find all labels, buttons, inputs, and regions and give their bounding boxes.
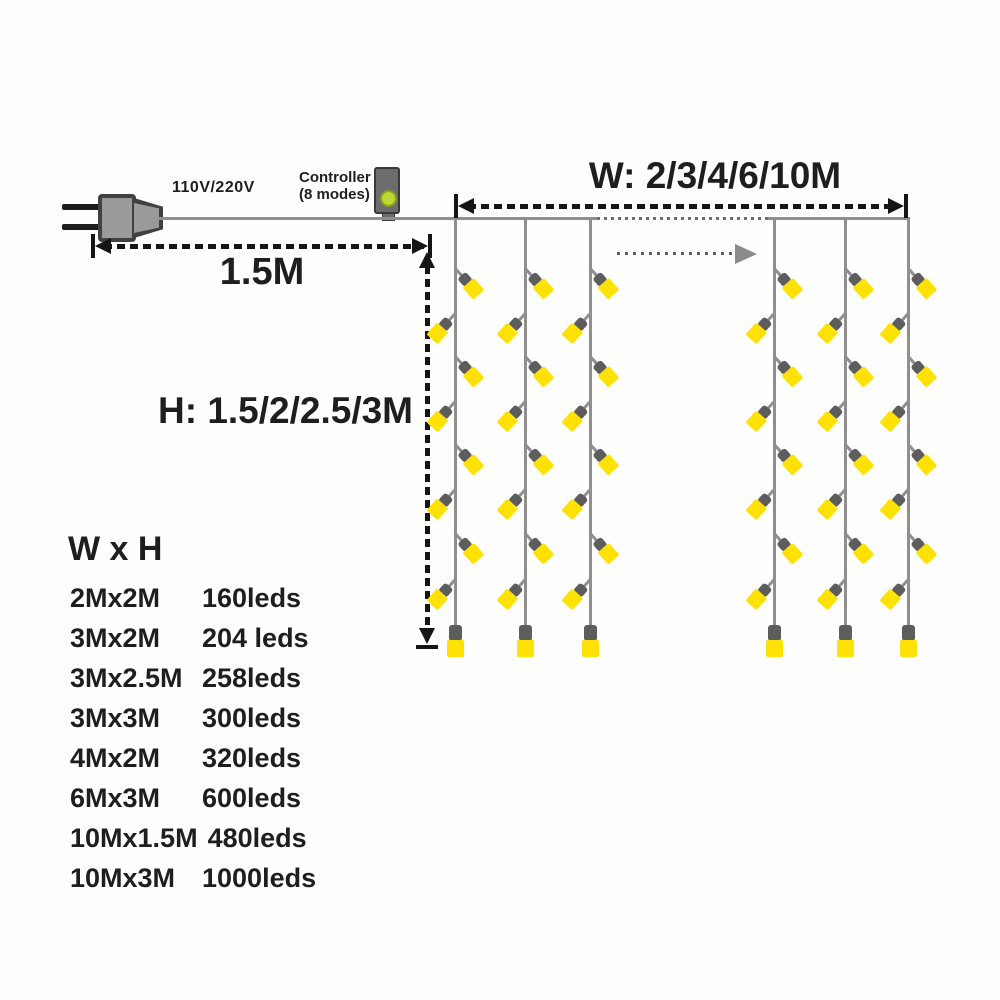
spec-row: 6Mx3M 600leds xyxy=(70,778,316,818)
spec-led-count: 160leds xyxy=(202,583,302,613)
spec-led-count: 320leds xyxy=(202,743,302,773)
spec-size: 3Mx2.5M xyxy=(70,663,183,693)
led-bulb xyxy=(766,625,783,657)
dashed-line xyxy=(468,204,892,209)
spec-size: 4Mx2M xyxy=(70,743,161,773)
spec-size: 6Mx3M xyxy=(70,783,161,813)
voltage-label: 110V/220V xyxy=(172,179,255,196)
spec-size: 10Mx1.5M xyxy=(70,823,198,853)
wire-dotted-segment xyxy=(597,217,768,220)
spec-row: 4Mx2M 320leds xyxy=(70,738,316,778)
width-label: W: 2/3/4/6/10M xyxy=(588,155,842,196)
wire-left-segment xyxy=(158,217,597,220)
arrowhead-right xyxy=(735,244,757,264)
spec-led-count: 600leds xyxy=(202,783,302,813)
dashed-line xyxy=(104,244,426,249)
bulb-glass xyxy=(837,640,854,657)
wire-right-segment xyxy=(768,217,910,220)
spec-table-heading: W x H xyxy=(68,530,163,568)
plug-body xyxy=(98,194,136,242)
bulb-socket xyxy=(901,625,915,641)
bulb-glass xyxy=(766,640,783,657)
bulb-glass xyxy=(447,640,464,657)
spec-row: 10Mx1.5M 480leds xyxy=(70,818,316,858)
curtain-strand xyxy=(454,218,457,628)
controller-label-line1: Controller xyxy=(299,169,371,186)
led-bulb xyxy=(837,625,854,657)
controller-button xyxy=(380,190,397,207)
spec-led-count: 258leds xyxy=(202,663,302,693)
bulb-socket xyxy=(838,625,852,641)
bulb-socket xyxy=(448,625,462,641)
dashed-line xyxy=(425,266,430,628)
spec-row: 3Mx2M 204 leds xyxy=(70,618,316,658)
led-bulb xyxy=(447,625,464,657)
cable-length-label: 1.5M xyxy=(219,251,305,293)
spec-led-count: 1000leds xyxy=(202,863,317,893)
spec-size: 2Mx2M xyxy=(70,583,161,613)
curtain-strand xyxy=(773,218,776,628)
spec-led-count: 300leds xyxy=(202,703,302,733)
arrowhead-left xyxy=(95,238,111,254)
arrowhead-down xyxy=(419,628,435,644)
curtain-strand xyxy=(589,218,592,628)
spec-row: 3Mx2.5M 258leds xyxy=(70,658,316,698)
controller-label: Controller(8 modes) xyxy=(299,169,371,203)
arrowhead-up xyxy=(419,252,435,268)
spec-row: 10Mx3M 1000leds xyxy=(70,858,316,898)
plug-prong-top xyxy=(62,204,100,210)
curtain-strand xyxy=(524,218,527,628)
controller-label-line2: (8 modes) xyxy=(299,186,370,203)
dimension-tick xyxy=(91,234,95,258)
bulb-glass xyxy=(900,640,917,657)
led-bulb xyxy=(582,625,599,657)
dimension-tick xyxy=(904,194,908,218)
bulb-glass xyxy=(582,640,599,657)
spec-row: 3Mx3M 300leds xyxy=(70,698,316,738)
spec-table: 2Mx2M 160leds 3Mx2M 204 leds 3Mx2.5M 258led… xyxy=(70,578,316,898)
arrowhead-right xyxy=(888,198,904,214)
height-label: H: 1.5/2/2.5/3M xyxy=(158,390,414,431)
dimension-tick xyxy=(454,194,458,218)
dimension-tick xyxy=(428,234,432,258)
bulb-socket xyxy=(583,625,597,641)
dotted-line xyxy=(617,252,735,255)
dimension-tick xyxy=(416,645,438,649)
spec-size: 3Mx3M xyxy=(70,703,161,733)
spec-row: 2Mx2M 160leds xyxy=(70,578,316,618)
curtain-strand xyxy=(844,218,847,628)
spec-led-count: 480leds xyxy=(207,823,307,853)
bulb-socket xyxy=(518,625,532,641)
led-bulb xyxy=(900,625,917,657)
curtain-strand xyxy=(907,218,910,628)
spec-size: 3Mx2M xyxy=(70,623,161,653)
arrowhead-right xyxy=(412,238,428,254)
bulb-glass xyxy=(517,640,534,657)
bulb-socket xyxy=(767,625,781,641)
led-bulb xyxy=(517,625,534,657)
plug-neck-inner xyxy=(134,203,159,233)
spec-size: 10Mx3M xyxy=(70,863,176,893)
spec-led-count: 204 leds xyxy=(202,623,309,653)
plug-prong-bottom xyxy=(62,224,100,230)
arrowhead-left xyxy=(458,198,474,214)
